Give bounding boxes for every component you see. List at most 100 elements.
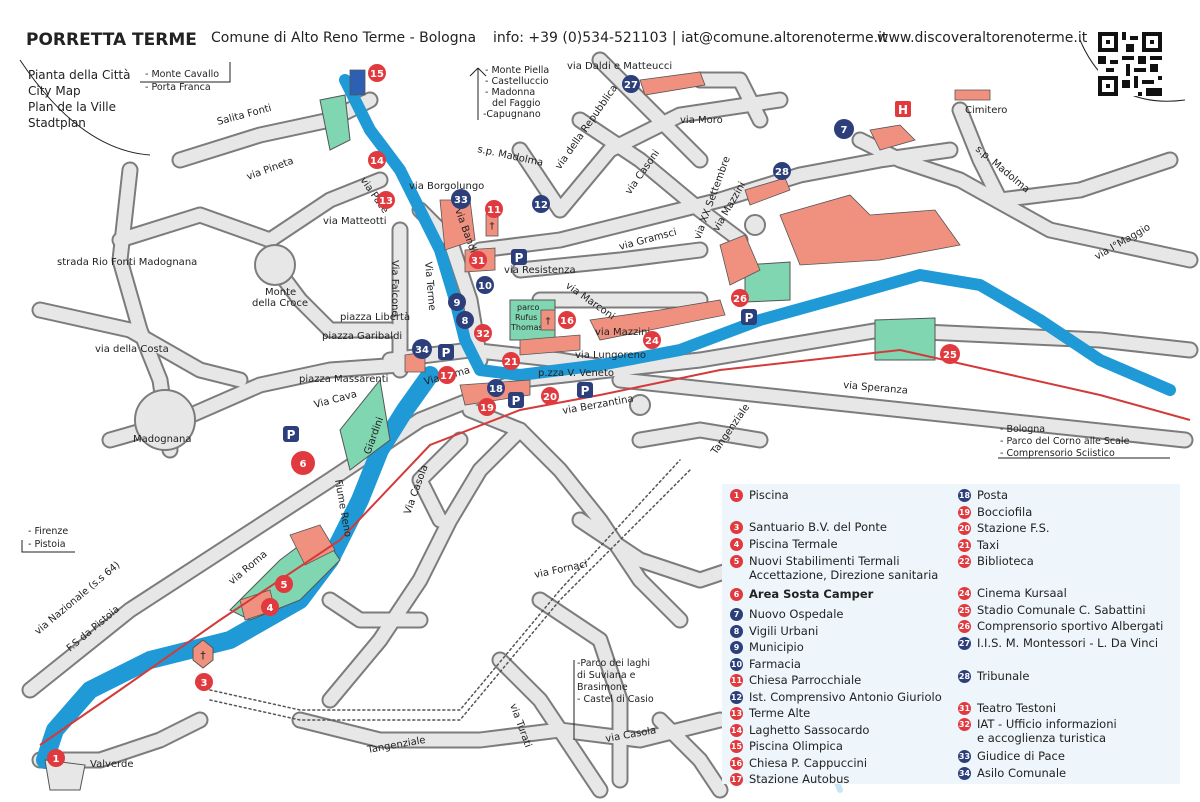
label-della-croce: della Croce bbox=[252, 298, 308, 309]
svg-text:28: 28 bbox=[775, 167, 789, 178]
svg-text:14: 14 bbox=[370, 156, 384, 167]
legend-number-badge: 21 bbox=[958, 538, 971, 552]
svg-text:8: 8 bbox=[462, 316, 469, 327]
legend-number-badge: 20 bbox=[958, 522, 971, 535]
legend-number-badge: 18 bbox=[958, 489, 971, 502]
label-via-pineta: via Pineta bbox=[245, 156, 295, 183]
website-link[interactable]: www.discoveraltorenoterme.it bbox=[877, 30, 1088, 46]
parking-icon: P bbox=[741, 309, 757, 325]
legend-label: Piscina bbox=[749, 488, 789, 502]
legend-label: Comprensorio sportivo Albergati bbox=[977, 619, 1164, 633]
label-thomas: Thomas bbox=[510, 323, 543, 332]
legend-item-3: 3 Santuario B.V. del Ponte bbox=[730, 520, 887, 534]
svg-text:10: 10 bbox=[478, 281, 492, 292]
legend-label-line2: e accoglienza turistica bbox=[977, 731, 1107, 745]
legend-label: Municipio bbox=[749, 640, 804, 654]
legend-number-badge: 26 bbox=[958, 620, 971, 633]
svg-text:16: 16 bbox=[560, 316, 574, 327]
svg-text:†: † bbox=[546, 316, 551, 327]
legend-label: Chiesa Parrocchiale bbox=[749, 673, 862, 687]
legend-number-badge: 31 bbox=[958, 701, 971, 715]
label-sp-madolma-1: s.p. Madolma bbox=[476, 144, 544, 169]
svg-text:9: 9 bbox=[454, 298, 461, 309]
marker-14: 14 bbox=[368, 151, 386, 169]
dir-monte-cavallo: - Monte Cavallo bbox=[145, 69, 219, 80]
svg-text:34: 34 bbox=[415, 345, 429, 356]
dir-brasimone: Brasimone bbox=[577, 682, 628, 693]
legend-item-26: 26 Comprensorio sportivo Albergati bbox=[958, 619, 1163, 633]
label-via-mazzini: via Mazzini bbox=[595, 327, 650, 338]
label-piazza-garibaldi: piazza Garibaldi bbox=[322, 331, 402, 342]
label-piazza-massarenti: piazza Massarenti bbox=[299, 374, 388, 385]
dir-bologna: - Bologna bbox=[1000, 424, 1045, 435]
legend-label: Laghetto Sassocardo bbox=[749, 722, 870, 737]
marker-34: 34 bbox=[412, 339, 432, 359]
parking-icon: P bbox=[511, 249, 527, 265]
marker-11: 11 bbox=[485, 200, 503, 218]
marker-10: 10 bbox=[476, 276, 494, 294]
label-madognana: Madognana bbox=[133, 434, 192, 445]
dir-castel-casio: - Castel di Casio bbox=[577, 694, 654, 705]
map-markers: 1 3 4 5 6 7 8 9 10 11 12 13 14 15 16 17 … bbox=[47, 64, 960, 767]
legend-label-line2: Accettazione, Direzione sanitaria bbox=[749, 568, 939, 582]
legend-label: Santuario B.V. del Ponte bbox=[749, 520, 887, 534]
legend-label: Vigili Urbani bbox=[749, 623, 819, 638]
label-via-berzantina: via Berzantina bbox=[562, 394, 635, 417]
svg-text:P: P bbox=[515, 251, 524, 265]
legend-number-badge: 10 bbox=[730, 657, 743, 671]
dir-firenze: - Firenze bbox=[28, 526, 68, 537]
label-via-matteotti: via Matteotti bbox=[323, 216, 387, 227]
label-via-speranza: via Speranza bbox=[843, 380, 909, 397]
svg-text:33: 33 bbox=[454, 195, 468, 206]
legend-label: Area Sosta Camper bbox=[749, 587, 874, 601]
svg-text:27: 27 bbox=[624, 80, 638, 91]
legend-item-9: 9 Municipio bbox=[730, 640, 804, 654]
label-via-daldi: via Daldi e Matteucci bbox=[567, 61, 672, 72]
dir-capugnano: -Capugnano bbox=[483, 109, 541, 120]
label-via-terme: Via Terme bbox=[422, 261, 437, 311]
marker-26: 26 bbox=[731, 289, 749, 307]
dir-del-faggio: del Faggio bbox=[492, 98, 541, 109]
svg-text:P: P bbox=[442, 346, 451, 360]
svg-text:26: 26 bbox=[733, 294, 747, 305]
legend-label: Piscina Olimpica bbox=[749, 739, 843, 753]
legend-label: Chiesa P. Cappuccini bbox=[749, 755, 868, 770]
label-via-cava: Via Cava bbox=[313, 389, 358, 411]
svg-text:13: 13 bbox=[379, 196, 393, 207]
legend-number-badge: 9 bbox=[730, 641, 743, 654]
legend-number-badge: 7 bbox=[730, 608, 743, 621]
label-valverde: Valverde bbox=[90, 759, 133, 770]
dir-pistoia: - Pistoia bbox=[28, 539, 66, 550]
subtitle-it: Pianta della Città bbox=[28, 68, 131, 82]
legend-number-badge: 19 bbox=[958, 505, 971, 519]
label-via-fornaci: via Fornaci bbox=[533, 559, 588, 581]
svg-text:19: 19 bbox=[480, 403, 494, 414]
svg-text:4: 4 bbox=[267, 603, 274, 614]
svg-text:20: 20 bbox=[543, 392, 557, 403]
svg-text:15: 15 bbox=[370, 69, 384, 80]
legend-number-badge: 25 bbox=[958, 603, 971, 617]
legend-number-badge: 3 bbox=[730, 521, 743, 534]
legend-number-badge: 22 bbox=[958, 555, 971, 568]
marker-6: 6 bbox=[291, 451, 315, 475]
label-cimitero: Cimitero bbox=[965, 105, 1007, 116]
marker-4: 4 bbox=[261, 598, 279, 616]
marker-12: 12 bbox=[532, 195, 550, 213]
legend-number-badge: 33 bbox=[958, 750, 971, 763]
